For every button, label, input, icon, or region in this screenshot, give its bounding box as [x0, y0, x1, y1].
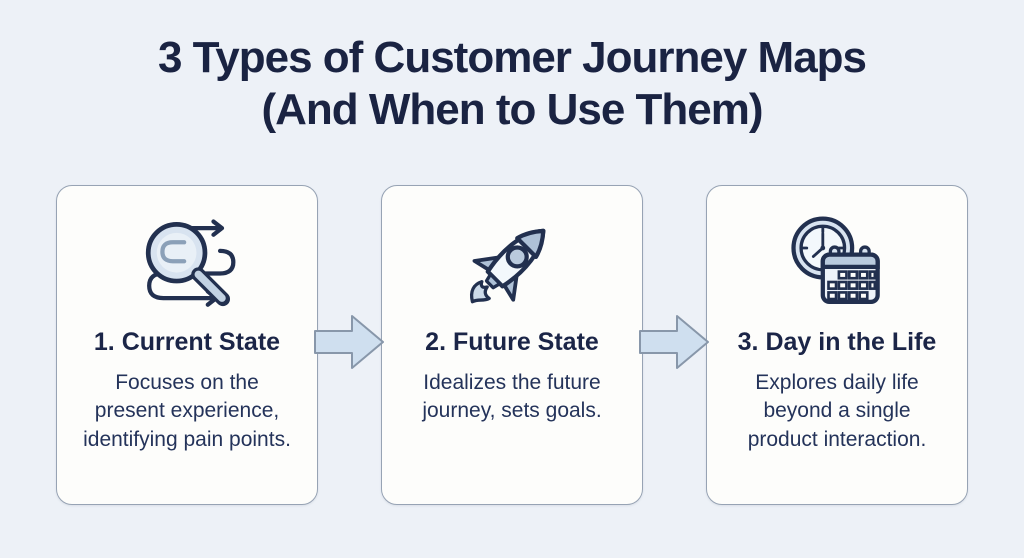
arrow-gap-1 [314, 185, 384, 505]
card-heading: 1. Current State [93, 328, 281, 356]
card-current-state: 1. Current State Focuses on the present … [56, 185, 318, 505]
page-title-line1: 3 Types of Customer Journey Maps [157, 33, 867, 82]
journey-map-cards-row: 1. Current State Focuses on the present … [56, 185, 968, 505]
rocket-icon [457, 210, 567, 320]
arrow-gap-2 [639, 185, 709, 505]
card-heading: 2. Future State [425, 328, 599, 356]
card-future-state: 2. Future State Idealizes the future jou… [381, 185, 643, 505]
page-title-line2: (And When to Use Them) [261, 84, 763, 134]
card-description: Focuses on the present experience, ident… [83, 371, 291, 451]
right-arrow-icon [639, 315, 709, 369]
card-description: Idealizes the future journey, sets goals… [422, 371, 602, 423]
clock-calendar-icon [782, 210, 892, 320]
card-description: Explores daily life beyond a single prod… [747, 371, 927, 451]
card-heading: 3. Day in the Life [737, 328, 937, 356]
magnifier-journey-icon [132, 210, 242, 320]
card-day-in-the-life: 3. Day in the Life Explores daily life b… [706, 185, 968, 505]
page-title: 3 Types of Customer Journey Maps (And Wh… [0, 32, 1024, 136]
right-arrow-icon [314, 315, 384, 369]
